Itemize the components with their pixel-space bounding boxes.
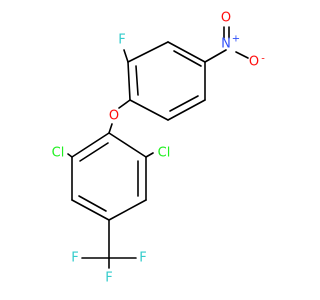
bond xyxy=(135,65,139,96)
lower-ring-bonds xyxy=(71,132,147,221)
bond xyxy=(167,99,206,121)
chlorine-right-label: Cl xyxy=(158,146,171,161)
bond-c-cl-right xyxy=(145,152,154,158)
bond xyxy=(169,95,199,112)
bond xyxy=(71,132,110,158)
bond-o-c-ether xyxy=(108,123,113,134)
cf3-fluorine-right-label: F xyxy=(139,251,146,266)
bond xyxy=(173,50,202,67)
bond xyxy=(108,199,147,221)
nitro-oxygen-negative-charge: - xyxy=(261,54,265,65)
chemical-structure-diagram: F N + O O - O Cl Cl F F F xyxy=(52,11,266,286)
cf3-fluorine-left-label: F xyxy=(71,251,78,266)
bond xyxy=(127,41,169,63)
nitro-oxygen-right-label: O xyxy=(249,55,259,70)
fluorine-atom-label: F xyxy=(118,33,125,48)
chlorine-left-label: Cl xyxy=(52,146,65,161)
nitro-oxygen-top-label: O xyxy=(221,11,231,26)
upper-ring-bonds xyxy=(127,41,206,121)
bond-c-f xyxy=(123,49,129,63)
bond xyxy=(79,142,109,162)
bond xyxy=(127,61,131,101)
nitrogen-atom-label: N xyxy=(221,37,231,52)
cf3-fluorine-bottom-label: F xyxy=(105,271,112,286)
bond xyxy=(167,41,206,63)
bond xyxy=(129,99,169,121)
bond xyxy=(71,199,110,221)
nitrogen-positive-charge: + xyxy=(232,34,240,45)
bond-c-n xyxy=(204,49,227,63)
bond xyxy=(78,195,107,212)
ether-oxygen-label: O xyxy=(109,109,119,124)
bond-c-o-ether xyxy=(118,99,131,109)
bond-c-cl-left xyxy=(67,153,73,158)
bond xyxy=(108,132,147,158)
bond-n-o-single xyxy=(235,51,249,59)
